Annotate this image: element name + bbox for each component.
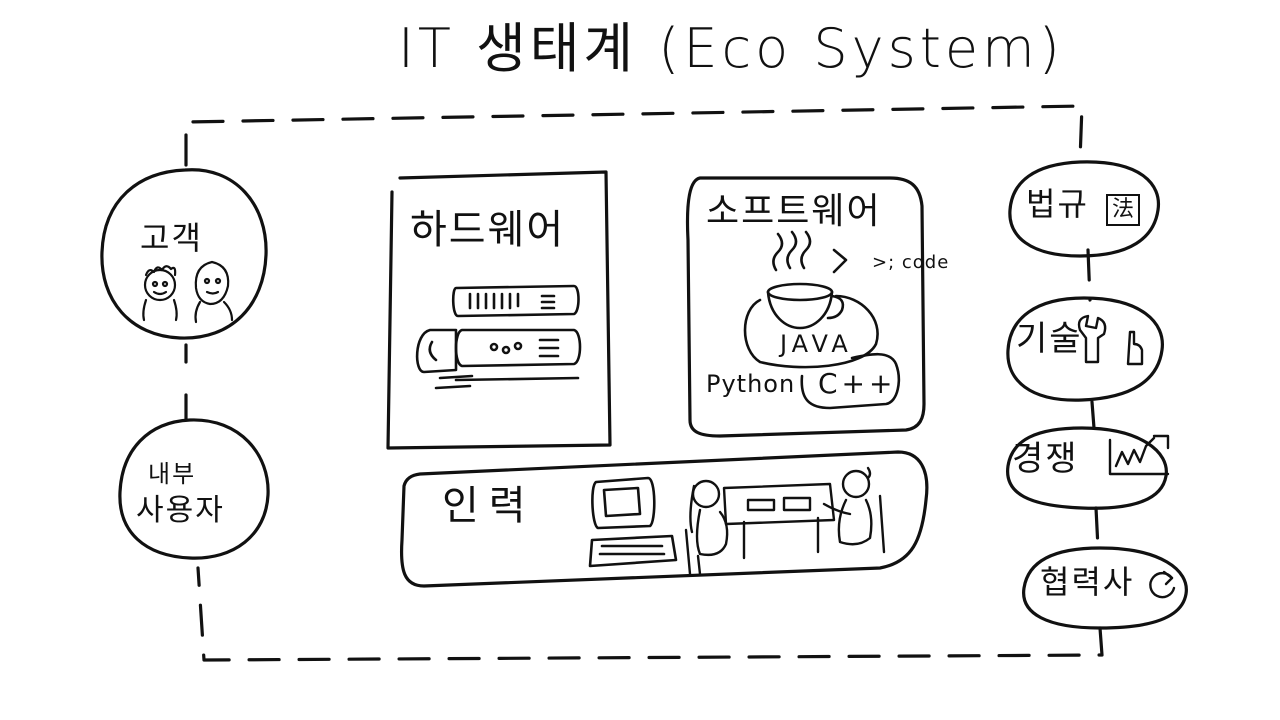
people-label: 인력 [442,483,536,529]
python-label: Python [706,370,796,398]
coffee-cup-icon [743,230,900,410]
technology-label: 기술 [1016,319,1083,359]
people-panel [399,450,929,588]
refresh-icon [1149,570,1176,599]
technology-ellipse [1006,296,1164,402]
server-icon [415,284,582,390]
cooperation-label: 협력사 [1040,563,1135,601]
internal-users-circle [118,418,270,560]
java-label: JAVA [780,330,853,358]
cooperation-ellipse [1022,546,1188,630]
cpp-label: C++ [818,367,897,400]
tools-icon [1077,314,1144,366]
hardware-label: 하드웨어 [410,207,566,253]
diagram-title: IT 생태계 (Eco System) [398,17,1064,80]
software-label: 소프트웨어 [706,191,882,232]
customer-faces-icon [142,260,234,324]
ecosystem-boundary [184,104,1104,662]
code-label: >; code [872,252,950,273]
internal-users-label-line2: 사용자 [136,493,225,528]
hardware-panel [386,170,612,450]
chart-icon [1108,434,1170,476]
software-panel [685,176,926,438]
competition-ellipse [1006,426,1168,510]
customer-circle [100,168,268,340]
law-label: 법규 [1026,185,1089,223]
internal-users-label-line1: 내부 [148,460,197,488]
customer-label: 고객 [140,219,203,257]
law-book-icon: 法 [1106,194,1141,226]
meeting-people-icon [684,466,886,576]
law-ellipse [1008,160,1161,258]
competition-label: 경쟁 [1012,439,1079,479]
computer-icon [588,476,678,568]
